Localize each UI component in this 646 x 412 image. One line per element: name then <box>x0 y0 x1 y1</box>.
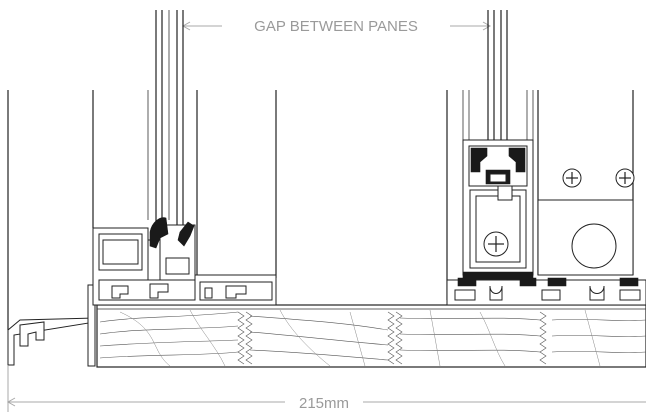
right-frame-profile <box>537 168 635 276</box>
left-glass-pane <box>155 10 184 225</box>
outer-drip-profile <box>7 284 96 367</box>
right-glass-pane <box>487 10 508 160</box>
gap-dimension-label: GAP BETWEEN PANES <box>254 18 418 35</box>
right-sash-profile <box>462 139 534 283</box>
gap-dimension: GAP BETWEEN PANES <box>181 15 492 35</box>
timber-sill <box>96 304 646 368</box>
roller-icon <box>571 223 617 269</box>
right-bottom-track <box>446 277 646 306</box>
left-frame-profile <box>92 217 277 306</box>
width-dimension: 215mm <box>6 366 646 412</box>
width-dimension-label: 215mm <box>299 395 349 412</box>
left-frame-verticals <box>7 90 277 330</box>
